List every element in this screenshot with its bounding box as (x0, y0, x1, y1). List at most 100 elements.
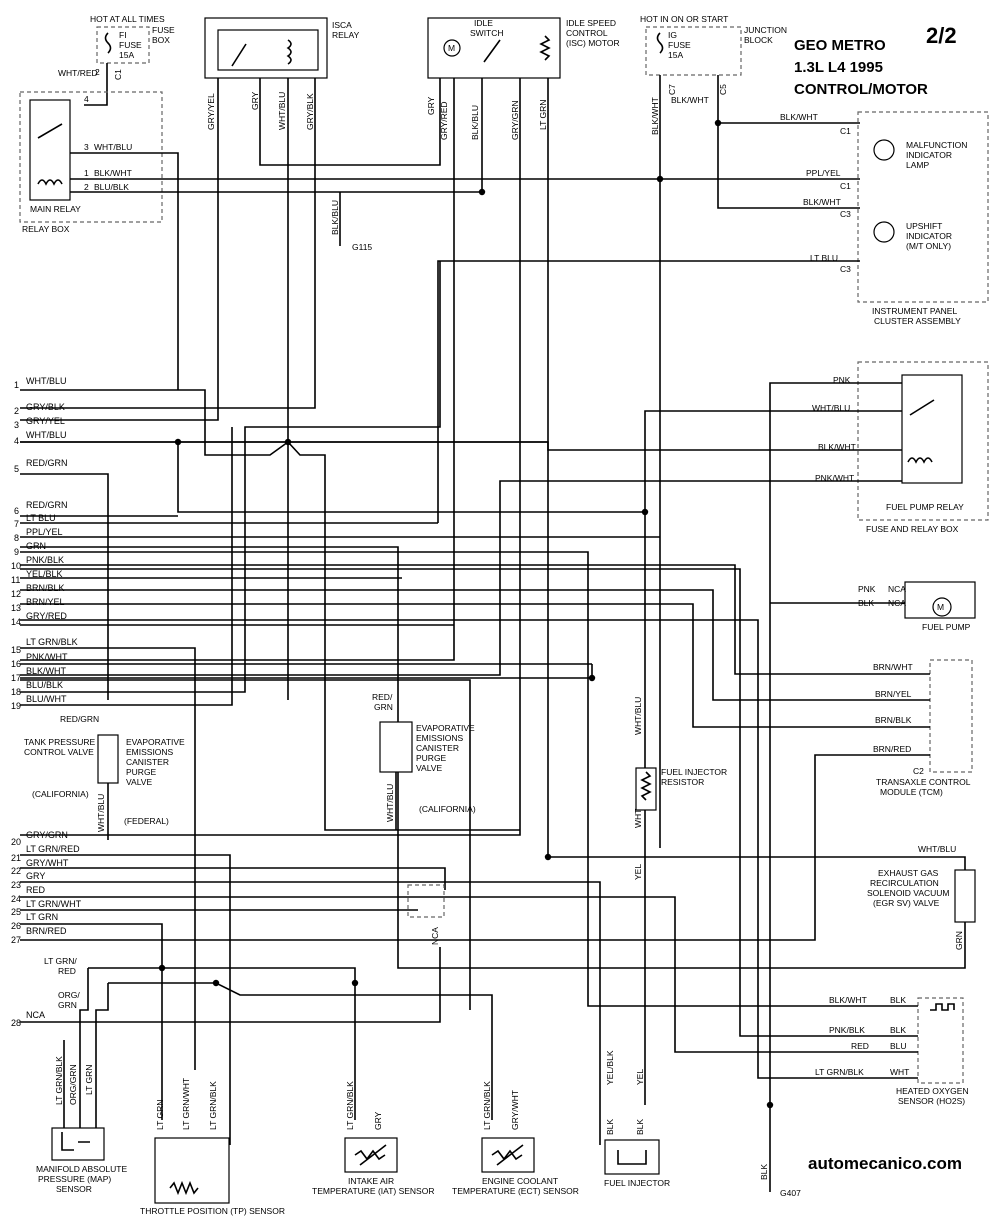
page-number: 2/2 (926, 23, 957, 48)
fuel-injector-coil (617, 1150, 647, 1165)
ecm-pin-1-n: 1 (14, 380, 19, 390)
ecm-pin-8-c: PPL/YEL (26, 527, 63, 537)
wire-isca-3 (259, 78, 441, 166)
ho2s-c3: BLK (890, 1025, 906, 1035)
tank-valve-name2: CONTROL VALVE (24, 747, 94, 757)
ecm-pin-27-n: 27 (11, 935, 21, 945)
wire-isc-6 (20, 78, 521, 836)
fi-fuse-box-label1: FUSE (152, 25, 175, 35)
ecm-pin-3-n: 3 (14, 420, 19, 430)
cluster-w3: BLK/WHT (803, 197, 841, 207)
wire-ecm-23 (20, 881, 601, 1145)
tcm-c2: C2 (913, 766, 924, 776)
map-w3: LT GRN (84, 1065, 94, 1095)
wire-ecm-1 (20, 389, 289, 456)
ho2s-name1: HEATED OXYGEN (896, 1086, 969, 1096)
ecm-pin-12-n: 12 (11, 589, 21, 599)
tcm-name1: TRANSAXLE CONTROL (876, 777, 971, 787)
upshift-name2: INDICATOR (906, 231, 952, 241)
ecm-pin-19-c: BLU/WHT (26, 694, 67, 704)
wire-crossover (287, 441, 520, 831)
fuel-pump-relay-body (901, 374, 963, 484)
main-relay-pin3: 3 (84, 142, 89, 152)
ect-name2: TEMPERATURE (ECT) SENSOR (452, 1186, 579, 1196)
egr-w-grn: GRN (954, 931, 964, 950)
wire-isca-4 (20, 78, 219, 421)
evap-fed-name1: EVAPORATIVE (126, 737, 185, 747)
isc-name3: (ISC) MOTOR (566, 38, 620, 48)
watermark: automecanico.com (808, 1154, 962, 1173)
evap-fed-name4: PURGE (126, 767, 157, 777)
ecm-pin-5-c: RED/GRN (26, 458, 68, 468)
ig-fuse-box (645, 26, 742, 76)
isc-resistor (539, 35, 551, 61)
injector-res-yel: YEL (633, 864, 643, 880)
cluster-w1: BLK/WHT (780, 112, 818, 122)
ecm-pin-18-c: BLU/BLK (26, 680, 63, 690)
wire-fp-relay-4 (644, 410, 902, 1105)
map-w2: ORG/GRN (68, 1064, 78, 1105)
injector-w-yel-blk: YEL/BLK (605, 1050, 615, 1085)
map-name2: PRESSURE (MAP) (38, 1174, 111, 1184)
isca-w-gry-yel: GRY/YEL (206, 93, 216, 130)
injector-resistor-zigzag (640, 771, 652, 801)
cluster-c3a: C3 (840, 209, 851, 219)
wire-lt-grn-red (88, 967, 356, 1120)
evap-fed-name3: CANISTER (126, 757, 169, 767)
ho2s-heater (930, 1003, 955, 1011)
wire-ecm-17 (20, 679, 471, 1010)
ig-fuse-box2: BLOCK (744, 35, 773, 45)
evap-ca-name5: VALVE (416, 763, 442, 773)
ecm-pin-16-c: PNK/WHT (26, 652, 68, 662)
ecm-pin-1-c: WHT/BLU (26, 376, 67, 386)
wire-tcm-6 (20, 589, 930, 701)
tcm-w9: BRN/RED (873, 744, 911, 754)
evap-ca-name1: EVAPORATIVE (416, 723, 475, 733)
evap-ca-note: (CALIFORNIA) (419, 804, 476, 814)
fi-fuse-c1: C1 (113, 69, 123, 80)
tank-valve-body (97, 734, 119, 784)
tp-sensor-resistor (169, 1180, 199, 1196)
evap-fed-note: (FEDERAL) (124, 816, 169, 826)
tp-name: THROTTLE POSITION (TP) SENSOR (140, 1206, 285, 1216)
ecm-pin-3-c: GRY/YEL (26, 416, 65, 426)
main-relay-body (29, 99, 71, 201)
isc-w-lt-grn: LT GRN (538, 100, 548, 130)
fp-nca1: NCA (888, 584, 906, 594)
isca-w-wht-blu: WHT/BLU (277, 92, 287, 130)
ecm-pin-25-c: LT GRN/WHT (26, 899, 82, 909)
egr-name1: EXHAUST GAS (878, 868, 939, 878)
ho2s-name2: SENSOR (HO2S) (898, 1096, 965, 1106)
ig-blk-wht-top: BLK/WHT (671, 95, 709, 105)
iat-w2: GRY (373, 1111, 383, 1130)
isc-name2: CONTROL (566, 28, 608, 38)
ecm-pin-7-n: 7 (14, 519, 19, 529)
ecm-pin-2-c: GRY/BLK (26, 402, 65, 412)
wire-ho2s-1 (20, 619, 918, 1079)
ho2s-w1: LT GRN/BLK (815, 1067, 864, 1077)
cluster-w2: PPL/YEL (806, 168, 841, 178)
vehicle-title: GEO METRO (794, 37, 886, 54)
fuel-pump-m: M (937, 602, 944, 612)
ecm-pin-26-c: LT GRN (26, 912, 58, 922)
fp-relay-w1: BLK/WHT (818, 442, 856, 452)
iat-name1: INTAKE AIR (348, 1176, 394, 1186)
ecm-pin-14-c: GRY/RED (26, 611, 67, 621)
ig-w-blk-wht: BLK/WHT (650, 97, 660, 135)
map-org-grn2: GRN (58, 1000, 77, 1010)
isc-switch (483, 39, 501, 63)
tcm-name2: MODULE (TCM) (880, 787, 943, 797)
ecm-pin-22-c: GRY/WHT (26, 858, 69, 868)
injector-resistor-body (635, 767, 657, 811)
isca-relay-inner (217, 29, 319, 71)
nca-shield (407, 884, 445, 918)
ecm-pin-10-n: 10 (11, 561, 21, 571)
ho2s-outline (917, 997, 964, 1084)
wire-ig-16 (717, 75, 860, 209)
wire-ecm-18 (20, 261, 441, 693)
cluster-c1b: C1 (840, 181, 851, 191)
ecm-pin-26-n: 26 (11, 921, 21, 931)
evap-ca-wht-blu: WHT/BLU (385, 784, 395, 822)
